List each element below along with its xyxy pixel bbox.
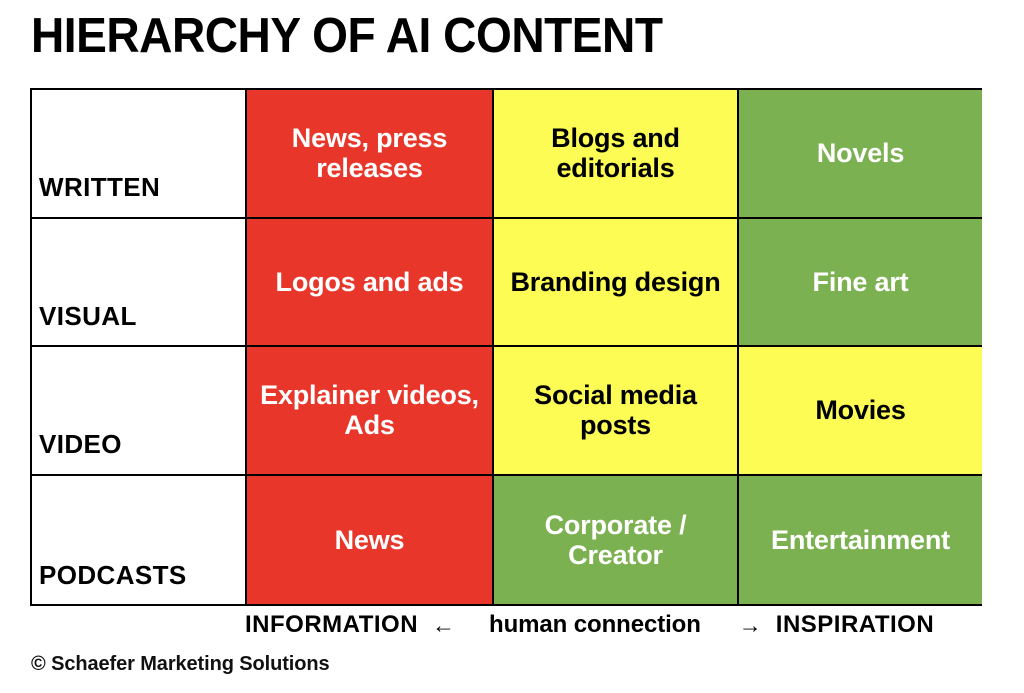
copyright-credit: © Schaefer Marketing Solutions (31, 653, 330, 675)
cell-video-inspiration: Movies (739, 347, 982, 476)
cell-written-inspiration: Novels (739, 90, 982, 219)
axis-legend: INFORMATION ← human connection → INSPIRA… (245, 608, 985, 642)
cell-video-human-connection: Social media posts (494, 347, 739, 476)
axis-label-information: INFORMATION (245, 611, 419, 638)
page-title: HIERARCHY OF AI CONTENT (31, 9, 663, 63)
row-label-visual: VISUAL (32, 218, 247, 347)
cell-podcasts-human-connection: Corporate / Creator (494, 475, 739, 604)
hierarchy-matrix: WRITTEN News, press releases Blogs and e… (30, 88, 982, 606)
cell-visual-inspiration: Fine art (739, 218, 982, 347)
right-arrow-icon: → (738, 611, 762, 638)
cell-podcasts-inspiration: Entertainment (739, 475, 982, 604)
row-label-video: VIDEO (32, 347, 247, 476)
cell-podcasts-information: News (247, 475, 494, 604)
cell-written-human-connection: Blogs and editorials (494, 90, 739, 219)
cell-written-information: News, press releases (247, 90, 494, 219)
cell-visual-information: Logos and ads (247, 218, 494, 347)
cell-visual-human-connection: Branding design (494, 218, 739, 347)
axis-label-human-connection: human connection (489, 611, 701, 638)
axis-label-inspiration: INSPIRATION (775, 611, 935, 638)
row-label-podcasts: PODCASTS (32, 475, 247, 604)
cell-video-information: Explainer videos, Ads (247, 347, 494, 476)
row-label-written: WRITTEN (32, 90, 247, 219)
left-arrow-icon: ← (432, 611, 456, 638)
